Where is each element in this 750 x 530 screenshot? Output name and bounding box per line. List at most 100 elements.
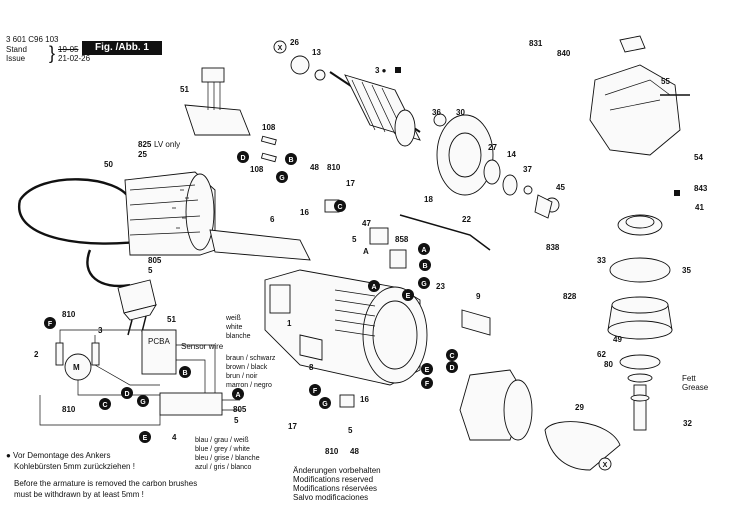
long-housing	[209, 229, 311, 261]
svg-text:17: 17	[288, 422, 297, 431]
svg-text:810: 810	[325, 447, 339, 456]
mod-line: Änderungen vorbehalten	[293, 466, 381, 475]
svg-text:azul / gris / blanco: azul / gris / blanco	[195, 464, 252, 471]
svg-text:D: D	[449, 365, 454, 372]
svg-text:braun / schwarz: braun / schwarz	[226, 355, 276, 362]
svg-text:G: G	[421, 281, 427, 288]
svg-text:E: E	[425, 367, 430, 374]
square-markers	[395, 67, 680, 196]
electronics-module	[184, 67, 251, 136]
svg-text:1: 1	[287, 319, 292, 328]
mod-line: Modifications réservées	[293, 484, 378, 493]
svg-text:LV only: LV only	[154, 140, 180, 149]
gear-housing	[589, 35, 690, 156]
svg-text:A: A	[235, 392, 240, 399]
svg-text:810: 810	[327, 163, 341, 172]
note-en-2: must be withdrawn by at least 5mm !	[14, 490, 144, 499]
note-en-1: Before the armature is removed the carbo…	[14, 479, 198, 488]
x-markers: X X	[273, 40, 612, 471]
pins-108	[260, 135, 277, 163]
svg-text:X: X	[603, 462, 608, 469]
svg-text:32: 32	[683, 419, 692, 428]
bearing-flange	[433, 113, 533, 196]
sensor-wire-label: Sensor wire	[181, 342, 224, 351]
mod-line: Salvo modificaciones	[293, 493, 369, 502]
svg-text:X: X	[278, 45, 283, 52]
svg-text:B: B	[422, 263, 427, 270]
svg-text:C: C	[102, 402, 107, 409]
svg-text:810: 810	[62, 405, 76, 414]
svg-text:B: B	[182, 370, 187, 377]
svg-text:brown / black: brown / black	[226, 364, 268, 371]
wire-colors-top: weiß white blanche braun / schwarz brown…	[225, 315, 276, 389]
svg-text:23: 23	[436, 282, 445, 291]
svg-text:108: 108	[262, 123, 276, 132]
svg-text:9: 9	[476, 292, 481, 301]
svg-text:blanche: blanche	[226, 333, 251, 340]
svg-text:5: 5	[148, 266, 153, 275]
fett-label: Fett	[682, 374, 697, 383]
spindle-gears	[534, 194, 673, 431]
svg-text:47: 47	[362, 219, 371, 228]
svg-text:D: D	[124, 391, 129, 398]
svg-text:F: F	[48, 321, 53, 328]
svg-text:brun / noir: brun / noir	[226, 373, 258, 380]
modifications-notice: Änderungen vorbehalten Modifications res…	[293, 466, 381, 502]
mod-line: Modifications reserved	[293, 475, 374, 484]
svg-text:5: 5	[352, 235, 357, 244]
armature	[290, 55, 421, 147]
svg-text:825: 825	[138, 140, 152, 149]
svg-text:C: C	[337, 204, 342, 211]
svg-text:B: B	[288, 157, 293, 164]
pcba-label: PCBA	[148, 337, 170, 346]
svg-text:51: 51	[180, 85, 189, 94]
svg-text:805: 805	[233, 405, 247, 414]
svg-text:white: white	[225, 324, 242, 331]
svg-text:blau / grau / weiß: blau / grau / weiß	[195, 437, 249, 444]
svg-text:26: 26	[290, 38, 299, 47]
svg-text:36: 36	[432, 108, 441, 117]
svg-text:17: 17	[346, 179, 355, 188]
figure-label: Fig. /Abb. 1	[82, 41, 162, 55]
svg-text:838: 838	[546, 243, 560, 252]
power-plug	[117, 279, 157, 336]
wire-colors-bottom: blau / grau / weiß blue / grey / white b…	[195, 437, 260, 471]
svg-text:F: F	[425, 381, 430, 388]
svg-text:2: 2	[34, 350, 39, 359]
svg-text:G: G	[322, 401, 328, 408]
svg-text:E: E	[143, 435, 148, 442]
svg-text:14: 14	[507, 150, 516, 159]
handle-housing	[124, 171, 216, 256]
stand-date: 19-05	[58, 45, 79, 54]
svg-text:108: 108	[250, 165, 264, 174]
svg-text:weiß: weiß	[225, 315, 241, 322]
svg-text:840: 840	[557, 49, 571, 58]
svg-text:843: 843	[694, 184, 708, 193]
svg-text:C: C	[449, 353, 454, 360]
svg-text:810: 810	[62, 310, 76, 319]
svg-text:G: G	[279, 175, 285, 182]
svg-text:A: A	[421, 247, 426, 254]
svg-text:831: 831	[529, 39, 543, 48]
svg-text:25: 25	[138, 150, 147, 159]
svg-text:48: 48	[310, 163, 319, 172]
svg-text:G: G	[140, 399, 146, 406]
svg-text:41: 41	[695, 203, 704, 212]
connector-markers: D B G C A B G A E F C D G B E A F G C D …	[44, 151, 458, 443]
wiring-schematic: M	[39, 329, 240, 426]
svg-text:A: A	[363, 247, 369, 256]
svg-text:A: A	[371, 284, 376, 291]
stator	[459, 369, 533, 441]
doc-number: 3 601 C96 103	[6, 35, 59, 44]
svg-text:5: 5	[234, 416, 239, 425]
svg-text:62: 62	[597, 350, 606, 359]
svg-text:49: 49	[613, 335, 622, 344]
svg-text:marron / negro: marron / negro	[226, 382, 272, 389]
svg-text:30: 30	[456, 108, 465, 117]
svg-text:bleu / grise / blanche: bleu / grise / blanche	[195, 455, 260, 462]
svg-text:828: 828	[563, 292, 577, 301]
svg-text:55: 55	[661, 77, 670, 86]
svg-text:29: 29	[575, 403, 584, 412]
